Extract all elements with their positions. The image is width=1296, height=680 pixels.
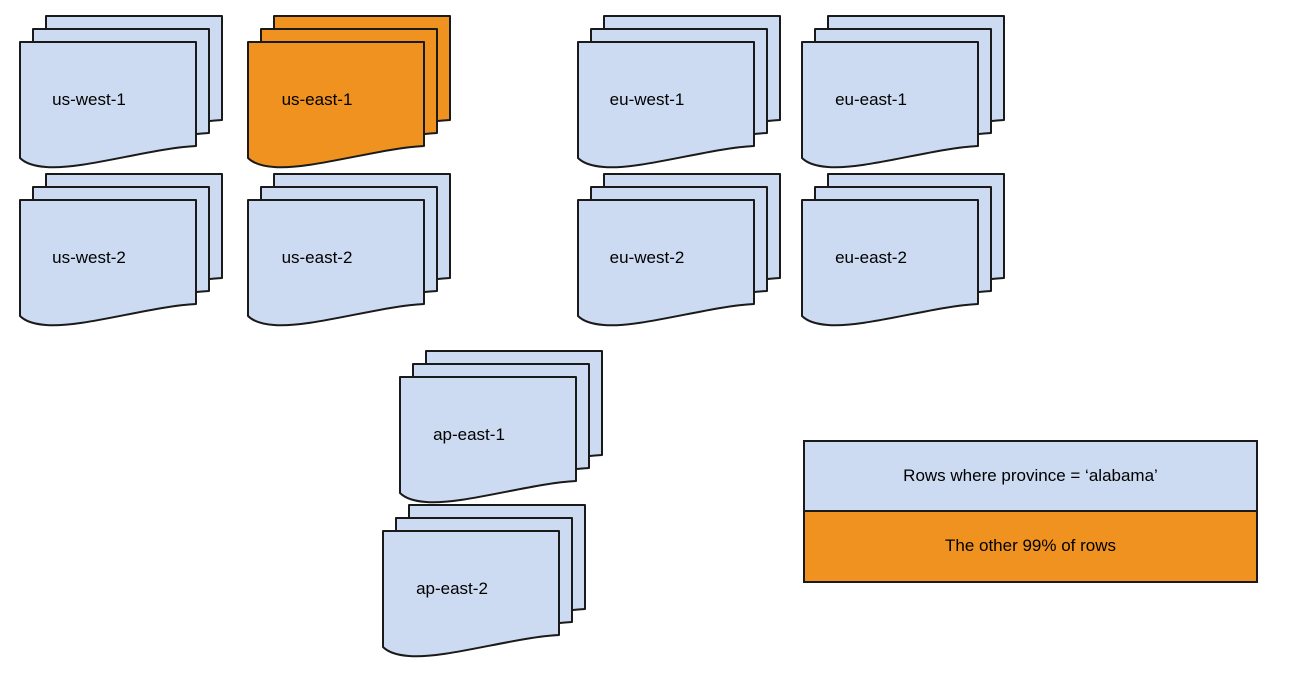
front-sheet-ap-east-2 [382,530,560,658]
document-stack-us-east-2[interactable] [246,172,454,332]
document-stack-us-east-1[interactable] [246,14,454,174]
stack-shape-eu-east-1 [801,15,1005,169]
document-stack-ap-east-2[interactable] [381,503,589,663]
front-sheet-us-east-2 [247,199,425,327]
stack-shape-us-east-1 [247,15,451,169]
front-sheet-eu-west-1 [577,41,755,169]
legend-row-other: The other 99% of rows [805,511,1256,581]
legend-row-alabama: Rows where province = ‘alabama’ [805,442,1256,512]
front-sheet-us-east-1 [247,41,425,169]
front-sheet-us-west-1 [19,41,197,169]
stack-shape-eu-west-1 [577,15,781,169]
stack-shape-ap-east-2 [382,504,586,658]
front-sheet-eu-west-2 [577,199,755,327]
stack-shape-us-west-2 [19,173,223,327]
stack-shape-us-east-2 [247,173,451,327]
document-stack-eu-west-1[interactable] [576,14,784,174]
document-stack-eu-west-2[interactable] [576,172,784,332]
stack-shape-ap-east-1 [399,350,603,504]
document-stack-eu-east-1[interactable] [800,14,1008,174]
document-stack-eu-east-2[interactable] [800,172,1008,332]
front-sheet-eu-east-1 [801,41,979,169]
stack-shape-eu-east-2 [801,173,1005,327]
front-sheet-us-west-2 [19,199,197,327]
front-sheet-eu-east-2 [801,199,979,327]
stack-shape-us-west-1 [19,15,223,169]
document-stack-us-west-1[interactable] [18,14,226,174]
front-sheet-ap-east-1 [399,376,577,504]
document-stack-us-west-2[interactable] [18,172,226,332]
legend: Rows where province = ‘alabama’ The othe… [803,440,1258,583]
document-stack-ap-east-1[interactable] [398,349,606,509]
stack-shape-eu-west-2 [577,173,781,327]
